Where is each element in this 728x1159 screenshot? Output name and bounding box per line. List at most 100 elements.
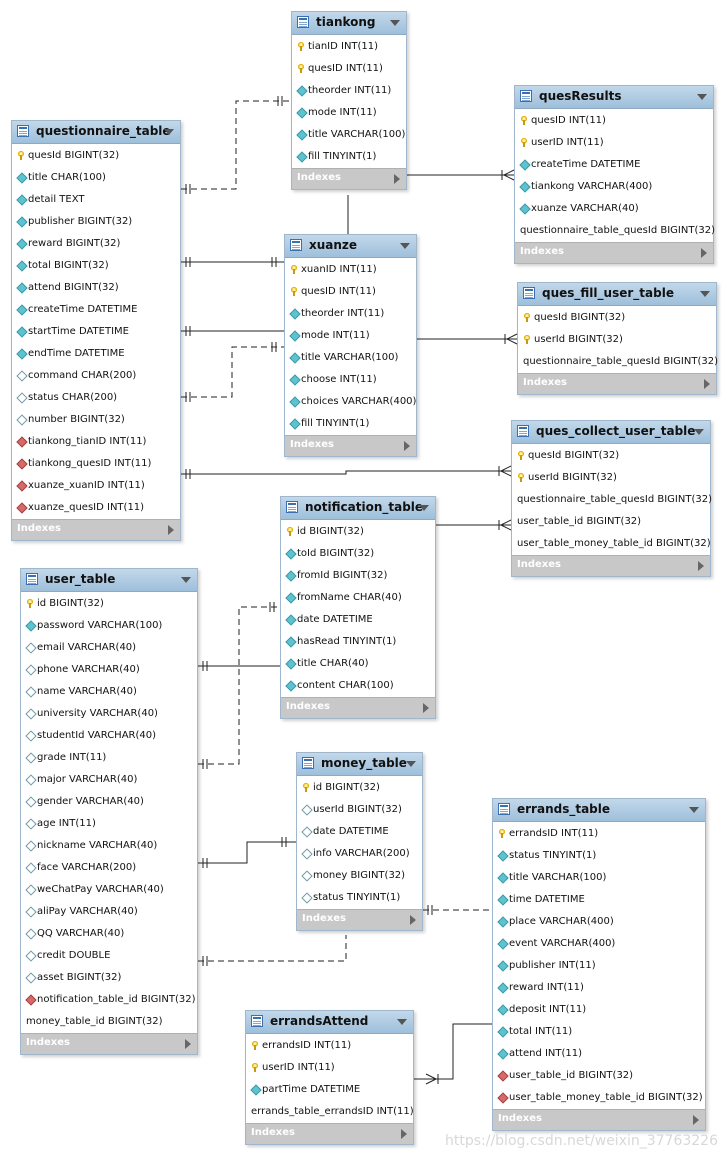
collapse-arrow-icon[interactable] (397, 1019, 407, 1025)
collapse-arrow-icon[interactable] (390, 20, 400, 26)
column-row[interactable]: mode INT(11) (285, 325, 416, 347)
indexes-bar[interactable]: Indexes (515, 242, 713, 263)
expand-arrow-icon[interactable] (401, 1129, 407, 1139)
collapse-arrow-icon[interactable] (181, 577, 191, 583)
table-header[interactable]: ques_collect_user_table (512, 421, 710, 444)
column-row[interactable]: quesId BIGINT(32) (512, 445, 710, 467)
column-row[interactable]: partTime DATETIME (246, 1079, 413, 1101)
indexes-bar[interactable]: Indexes (518, 373, 716, 394)
expand-arrow-icon[interactable] (704, 379, 710, 389)
column-row[interactable]: title VARCHAR(100) (285, 347, 416, 369)
column-row[interactable]: userID INT(11) (515, 132, 713, 154)
table-header[interactable]: errandsAttend (246, 1011, 413, 1034)
expand-arrow-icon[interactable] (423, 703, 429, 713)
table-header[interactable]: tiankong (292, 12, 406, 35)
column-row[interactable]: quesId BIGINT(32) (12, 145, 180, 167)
column-row[interactable]: password VARCHAR(100) (21, 615, 197, 637)
expand-arrow-icon[interactable] (698, 561, 704, 571)
column-row[interactable]: user_table_money_table_id BIGINT(32) (512, 533, 711, 555)
column-row[interactable]: fill TINYINT(1) (285, 413, 416, 435)
collapse-arrow-icon[interactable] (406, 761, 416, 767)
column-row[interactable]: tiankong_quesID INT(11) (12, 453, 180, 475)
column-row[interactable]: errandsID INT(11) (246, 1035, 413, 1057)
column-row[interactable]: choose INT(11) (285, 369, 416, 391)
column-row[interactable]: fromName CHAR(40) (281, 587, 435, 609)
expand-arrow-icon[interactable] (394, 174, 400, 184)
column-row[interactable]: id BIGINT(32) (281, 521, 435, 543)
column-row[interactable]: reward BIGINT(32) (12, 233, 180, 255)
expand-arrow-icon[interactable] (693, 1115, 699, 1125)
column-row[interactable]: money_table_id BIGINT(32) (21, 1011, 197, 1033)
expand-arrow-icon[interactable] (185, 1039, 191, 1049)
column-row[interactable]: quesID INT(11) (292, 58, 406, 80)
table-header[interactable]: user_table (21, 569, 197, 592)
table-header[interactable]: ques_fill_user_table (518, 283, 716, 306)
collapse-arrow-icon[interactable] (697, 94, 707, 100)
column-row[interactable]: title VARCHAR(100) (292, 124, 406, 146)
column-row[interactable]: date DATETIME (281, 609, 435, 631)
column-row[interactable]: studentId VARCHAR(40) (21, 725, 197, 747)
column-row[interactable]: quesId BIGINT(32) (518, 307, 716, 329)
column-row[interactable]: userID INT(11) (246, 1057, 413, 1079)
collapse-arrow-icon[interactable] (694, 429, 704, 435)
column-row[interactable]: questionnaire_table_quesId BIGINT(32) (515, 220, 715, 242)
column-row[interactable]: toId BIGINT(32) (281, 543, 435, 565)
column-row[interactable]: xuanze_quesID INT(11) (12, 497, 180, 519)
indexes-bar[interactable]: Indexes (297, 909, 422, 930)
table-header[interactable]: questionnaire_table (12, 121, 180, 144)
column-row[interactable]: attend BIGINT(32) (12, 277, 180, 299)
column-row[interactable]: endTime DATETIME (12, 343, 180, 365)
column-row[interactable]: deposit INT(11) (493, 999, 705, 1021)
column-row[interactable]: phone VARCHAR(40) (21, 659, 197, 681)
column-row[interactable]: userId BIGINT(32) (297, 799, 422, 821)
column-row[interactable]: tiankong VARCHAR(400) (515, 176, 713, 198)
column-row[interactable]: content CHAR(100) (281, 675, 435, 697)
column-row[interactable]: university VARCHAR(40) (21, 703, 197, 725)
column-row[interactable]: fromId BIGINT(32) (281, 565, 435, 587)
table-header[interactable]: notification_table (281, 497, 435, 520)
column-row[interactable]: money BIGINT(32) (297, 865, 422, 887)
column-row[interactable]: fill TINYINT(1) (292, 146, 406, 168)
column-row[interactable]: age INT(11) (21, 813, 197, 835)
collapse-arrow-icon[interactable] (400, 243, 410, 249)
column-row[interactable]: weChatPay VARCHAR(40) (21, 879, 197, 901)
column-row[interactable]: publisher BIGINT(32) (12, 211, 180, 233)
column-row[interactable]: quesID INT(11) (515, 110, 713, 132)
column-row[interactable]: title VARCHAR(100) (493, 867, 705, 889)
column-row[interactable]: tianID INT(11) (292, 36, 406, 58)
column-row[interactable]: xuanze_xuanID INT(11) (12, 475, 180, 497)
column-row[interactable]: id BIGINT(32) (297, 777, 422, 799)
collapse-arrow-icon[interactable] (700, 291, 710, 297)
column-row[interactable]: createTime DATETIME (515, 154, 713, 176)
collapse-arrow-icon[interactable] (164, 129, 174, 135)
column-row[interactable]: place VARCHAR(400) (493, 911, 705, 933)
column-row[interactable]: choices VARCHAR(400) (285, 391, 416, 413)
column-row[interactable]: hasRead TINYINT(1) (281, 631, 435, 653)
column-row[interactable]: nickname VARCHAR(40) (21, 835, 197, 857)
column-row[interactable]: email VARCHAR(40) (21, 637, 197, 659)
column-row[interactable]: command CHAR(200) (12, 365, 180, 387)
column-row[interactable]: errandsID INT(11) (493, 823, 705, 845)
indexes-bar[interactable]: Indexes (493, 1109, 705, 1130)
column-row[interactable]: theorder INT(11) (292, 80, 406, 102)
column-row[interactable]: title CHAR(40) (281, 653, 435, 675)
column-row[interactable]: mode INT(11) (292, 102, 406, 124)
column-row[interactable]: userId BIGINT(32) (518, 329, 716, 351)
table-header[interactable]: money_table (297, 753, 422, 776)
collapse-arrow-icon[interactable] (689, 807, 699, 813)
column-row[interactable]: total BIGINT(32) (12, 255, 180, 277)
indexes-bar[interactable]: Indexes (281, 697, 435, 718)
column-row[interactable]: user_table_money_table_id BIGINT(32) (493, 1087, 705, 1109)
column-row[interactable]: status CHAR(200) (12, 387, 180, 409)
column-row[interactable]: user_table_id BIGINT(32) (512, 511, 710, 533)
expand-arrow-icon[interactable] (410, 915, 416, 925)
